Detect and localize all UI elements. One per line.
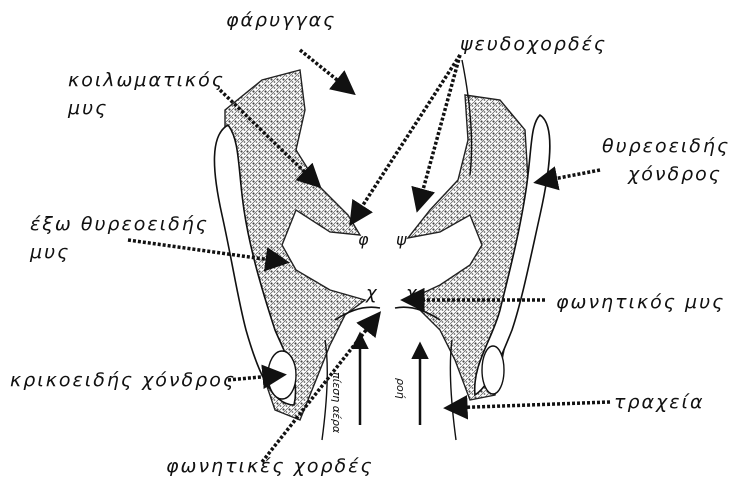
right-cricoid-cartilage [482,346,504,394]
label-ventricular-muscle-line2: μυς [68,96,108,120]
pointer-pharynx [300,50,352,92]
pointer-trachea [448,402,610,408]
label-thyroarytenoid-line1: έξω θυρεοειδής [30,212,209,236]
label-thyroarytenoid-line2: μυς [30,240,70,264]
label-trachea: τραχεία [614,390,705,414]
label-flow: ροή [388,378,412,399]
label-vocal-cords: φωνητικές χορδές [166,454,374,478]
label-false-cords: ψευδοχορδές [460,32,607,56]
right-tissue [408,95,528,400]
label-vocal-muscle: φωνητικός μυς [556,290,725,314]
label-air-pressure: πίεση αέρα [324,372,348,433]
label-ventricular-muscle-line1: κοιλωματικός [68,68,225,92]
mark-chi-left: χ [366,282,379,306]
label-cricoid-cartilage: κρικοειδής χόνδρος [10,368,236,392]
left-cricoid-cartilage [268,351,296,399]
label-pharynx: φάρυγγας [226,8,336,32]
mark-chi-right: χ [406,282,419,306]
mark-phi: φ [358,228,371,252]
label-thyroid-cartilage-line2: χόνδρος [628,162,722,186]
mark-psi: ψ [396,228,409,252]
label-thyroid-cartilage-line1: θυρεοειδής [602,134,730,158]
